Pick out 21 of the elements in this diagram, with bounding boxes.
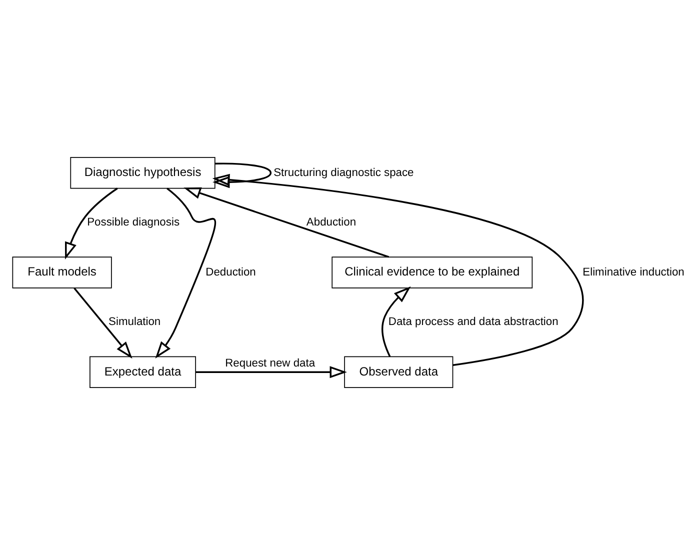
node-box: Diagnostic hypothesis bbox=[70, 156, 216, 188]
edge-label: Simulation bbox=[108, 316, 161, 328]
node-box: Fault models bbox=[12, 256, 112, 288]
arrow bbox=[196, 366, 347, 378]
arrow bbox=[382, 286, 411, 356]
edge-label: Request new data bbox=[225, 356, 316, 369]
edge-label: Data process and data abstraction bbox=[388, 316, 558, 328]
edge-label: Abduction bbox=[306, 216, 356, 228]
arrow bbox=[65, 187, 118, 259]
edge-label: Structuring diagnostic space bbox=[274, 166, 414, 178]
edge-label: Possible diagnosis bbox=[87, 216, 180, 228]
node-box: Clinical evidence to be explained bbox=[332, 256, 533, 288]
arrow bbox=[184, 186, 390, 258]
node-box: Expected data bbox=[90, 356, 196, 388]
edge-label: Eliminative induction bbox=[582, 266, 684, 278]
arrow bbox=[212, 173, 584, 366]
edge-label: Deduction bbox=[206, 266, 256, 278]
node-box: Observed data bbox=[344, 356, 454, 388]
arrow bbox=[155, 187, 216, 358]
arrow bbox=[74, 287, 132, 358]
arrow bbox=[212, 162, 272, 188]
